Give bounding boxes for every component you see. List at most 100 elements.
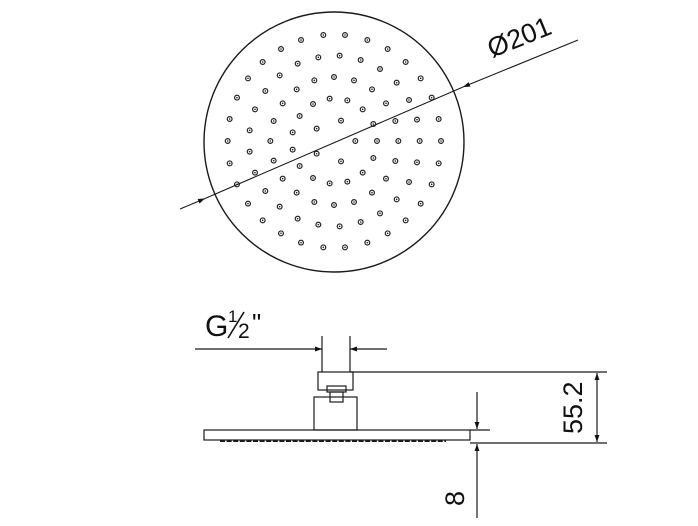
- nozzle-center: [281, 102, 284, 105]
- shower-head-outline: [203, 11, 465, 273]
- nozzle: [393, 79, 400, 86]
- nozzle: [234, 94, 241, 101]
- nozzle-center: [354, 140, 357, 142]
- nozzle-center: [269, 140, 272, 142]
- nozzle-center: [295, 191, 298, 194]
- nozzle-center: [366, 241, 369, 244]
- nozzle: [414, 116, 421, 123]
- nozzle-center: [226, 140, 229, 142]
- nozzle: [416, 138, 423, 145]
- nozzle-center: [440, 140, 442, 142]
- nozzle: [336, 52, 343, 59]
- nozzle-center: [333, 204, 335, 206]
- nozzle-center: [228, 118, 231, 120]
- nozzle-center: [372, 123, 375, 125]
- nozzle: [370, 120, 377, 127]
- nozzle: [298, 36, 305, 43]
- nozzle-center: [379, 212, 381, 215]
- nozzle-center: [261, 61, 264, 63]
- nozzle-center: [278, 205, 281, 208]
- nozzle-center: [408, 181, 410, 183]
- nozzle-center: [359, 59, 362, 61]
- nozzle-center: [228, 162, 231, 165]
- thickness-label: 8: [440, 491, 470, 506]
- nozzle-center: [333, 76, 335, 78]
- nozzle-center: [248, 150, 251, 153]
- nozzle-center: [291, 148, 294, 151]
- nozzle-center: [248, 129, 251, 132]
- thread-label-inch: ": [252, 308, 261, 338]
- nozzle-center: [312, 177, 314, 179]
- nozzle: [311, 199, 318, 206]
- nozzle-center: [376, 140, 378, 142]
- nozzle: [364, 36, 371, 43]
- nozzle: [392, 117, 399, 124]
- nozzle: [369, 189, 376, 196]
- nozzle: [245, 75, 252, 82]
- side-view: [195, 336, 607, 518]
- nozzle-center: [394, 160, 397, 162]
- nozzle: [342, 31, 349, 38]
- nozzle-center: [361, 108, 364, 111]
- nozzle: [374, 138, 381, 145]
- nozzle: [338, 158, 345, 165]
- nozzle-center: [261, 219, 264, 222]
- nozzle-center: [395, 198, 398, 201]
- nozzle: [438, 138, 445, 145]
- nozzle: [377, 210, 384, 217]
- diameter-dimension-line: [179, 197, 206, 210]
- nozzle-center: [372, 157, 375, 159]
- nozzle: [331, 202, 338, 209]
- nozzle-center: [386, 232, 389, 235]
- nozzle-center: [247, 202, 249, 205]
- nozzle-center: [404, 61, 407, 63]
- diameter-leader: [462, 39, 579, 88]
- nozzle: [245, 200, 252, 207]
- nozzle: [357, 219, 364, 226]
- nozzle: [395, 138, 402, 145]
- nozzle-center: [312, 103, 314, 105]
- height-label: 55.2: [558, 381, 588, 434]
- nozzle-center: [322, 246, 325, 249]
- nozzle: [326, 180, 333, 187]
- nozzle-center: [408, 99, 410, 101]
- nozzle: [294, 215, 301, 222]
- nozzle: [402, 217, 409, 224]
- nozzle: [246, 127, 253, 134]
- nozzle-center: [296, 217, 299, 220]
- thread-label-den: 2: [238, 320, 250, 343]
- nozzle-center: [281, 177, 284, 180]
- nozzle-center: [386, 48, 389, 50]
- nozzle: [246, 148, 253, 155]
- nozzle: [259, 217, 266, 224]
- nozzle-center: [416, 118, 418, 121]
- nozzle-center: [328, 97, 331, 100]
- nozzle: [326, 95, 333, 102]
- nozzle-center: [300, 241, 302, 244]
- nozzle-center: [254, 171, 256, 174]
- nozzle-center: [338, 54, 341, 57]
- nozzle: [352, 138, 359, 145]
- nozzle: [310, 175, 317, 182]
- top-view: Ø201: [179, 11, 579, 273]
- diameter-label: Ø201: [483, 11, 555, 64]
- nozzle: [414, 159, 421, 166]
- nozzle-center: [359, 221, 362, 223]
- nozzle: [383, 175, 390, 182]
- nozzle-center: [300, 39, 302, 41]
- nozzle-center: [313, 79, 316, 82]
- nozzle-center: [315, 152, 318, 155]
- nozzle-center: [371, 191, 373, 194]
- nozzle: [259, 58, 266, 65]
- thread-label-num: 1: [228, 307, 237, 326]
- nozzle: [383, 100, 390, 107]
- nozzle: [417, 200, 424, 207]
- nozzle: [311, 77, 318, 84]
- nozzle-center: [353, 79, 355, 82]
- nozzle-pattern: [224, 31, 445, 251]
- nozzle-center: [322, 34, 325, 36]
- nozzle-center: [366, 39, 369, 41]
- nozzle: [276, 203, 283, 210]
- nozzle: [336, 223, 343, 230]
- nozzle: [279, 100, 286, 107]
